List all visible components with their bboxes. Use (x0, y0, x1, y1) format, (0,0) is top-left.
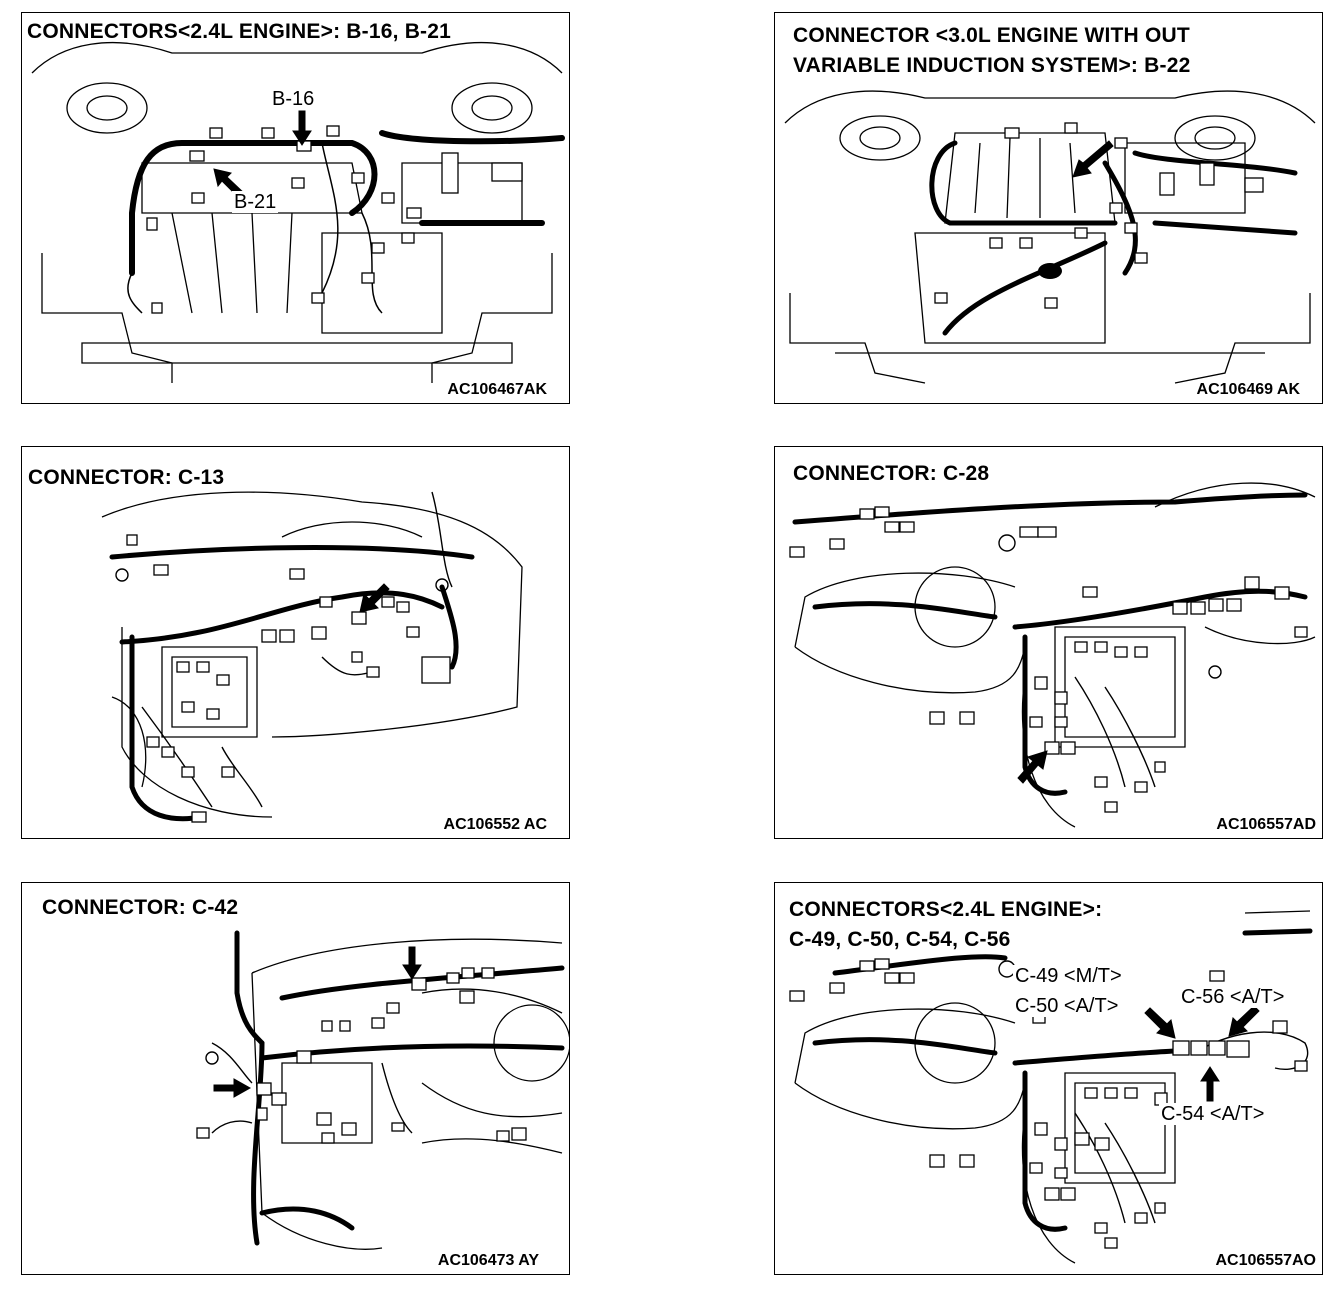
diagram-panel-c13: CONNECTOR: C-13 AC106552 AC (21, 446, 570, 839)
callout-label-c54: C-54 <A/T> (1159, 1103, 1267, 1125)
diagram-panel-c42: CONNECTOR: C-42 AC106473 AY (21, 882, 570, 1275)
engine-bay-illustration-2 (784, 90, 1316, 384)
panel-title-line-2: C-49, C-50, C-54, C-56 (789, 928, 1011, 951)
dashboard-harness-illustration-c28 (789, 482, 1316, 828)
panel-title: CONNECTOR: C-28 (793, 462, 990, 485)
figure-code: AC106557AO (1215, 1252, 1317, 1269)
diagram-panel-c49-c50-c54-c56: CONNECTORS<2.4L ENGINE>: C-49, C-50, C-5… (774, 882, 1323, 1275)
dashboard-harness-illustration-c42 (196, 930, 569, 1250)
diagram-panel-b16-b21: CONNECTORS<2.4L ENGINE>: B-16, B-21 B-16… (21, 12, 570, 404)
panel-title-line-1: CONNECTOR <3.0L ENGINE WITH OUT (793, 24, 1190, 47)
panel-title: CONNECTOR: C-42 (42, 896, 239, 919)
callout-label-b16: B-16 (270, 88, 317, 110)
figure-code: AC106467AK (447, 381, 547, 398)
figure-code: AC106557AD (1216, 816, 1316, 833)
callout-label-c56: C-56 <A/T> (1179, 986, 1287, 1008)
callout-label-b21: B-21 (232, 191, 279, 213)
panel-title-line-2: VARIABLE INDUCTION SYSTEM>: B-22 (793, 54, 1191, 77)
engine-bay-illustration-1 (31, 42, 565, 383)
figure-code: AC106552 AC (443, 816, 547, 833)
panel-title: CONNECTORS<2.4L ENGINE>: B-16, B-21 (27, 20, 452, 43)
panel-title: CONNECTOR: C-13 (28, 466, 225, 489)
dashboard-harness-illustration-c13 (101, 491, 523, 823)
callout-label-c50: C-50 <A/T> (1013, 995, 1121, 1017)
figure-code: AC106473 AY (437, 1252, 539, 1269)
dashboard-harness-illustration-c49-c56 (789, 910, 1313, 1264)
panel-title-line-1: CONNECTORS<2.4L ENGINE>: (789, 898, 1103, 921)
figure-code: AC106469 AK (1196, 381, 1300, 398)
diagram-panel-c28: CONNECTOR: C-28 AC106557AD (774, 446, 1323, 839)
diagram-panel-b22: CONNECTOR <3.0L ENGINE WITH OUT VARIABLE… (774, 12, 1323, 404)
callout-label-c49: C-49 <M/T> (1013, 965, 1124, 987)
